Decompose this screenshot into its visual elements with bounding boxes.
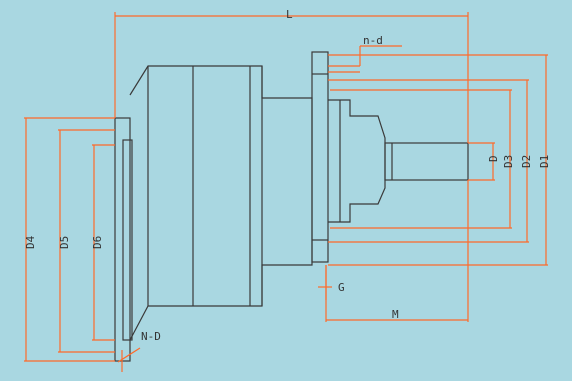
output-shaft: [384, 142, 469, 181]
dimension-labels: L n-d D D3 D2 D1 D4 D5 D6 G M N-D: [24, 8, 551, 343]
label-D1: D1: [538, 155, 551, 168]
dimension-lines: [24, 12, 548, 372]
label-n-d: n-d: [363, 34, 383, 47]
tapered-neck: [328, 99, 386, 223]
label-D: D: [487, 155, 500, 162]
label-D3: D3: [502, 155, 515, 168]
output-flange: [311, 51, 329, 263]
dim-N-D-slant: [117, 347, 141, 363]
label-D6: D6: [91, 236, 104, 249]
label-G: G: [338, 281, 345, 294]
label-D4: D4: [24, 235, 37, 249]
label-M: M: [392, 308, 399, 321]
label-D5: D5: [58, 236, 71, 249]
label-L: L: [286, 8, 293, 21]
main-housing: [129, 65, 313, 341]
gearbox-body: [114, 51, 469, 362]
left-flange-inner: [122, 139, 133, 341]
label-N-D: N-D: [141, 330, 161, 343]
label-D2: D2: [520, 155, 533, 168]
